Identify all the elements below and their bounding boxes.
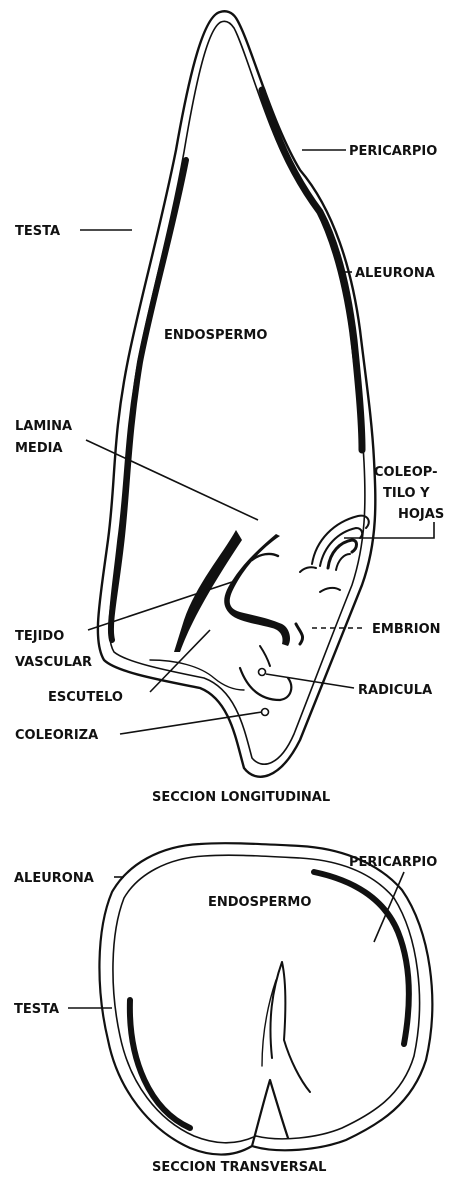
leader-coleoriza — [120, 712, 262, 734]
label-endospermo: ENDOSPERMO — [164, 328, 267, 343]
label-testa: TESTA — [15, 224, 60, 239]
scutellum-outline — [150, 660, 244, 690]
long-testa-outline — [109, 21, 365, 764]
label-tejido-2: VASCULAR — [15, 655, 92, 670]
coleorhiza-point — [262, 709, 269, 716]
label-tejido-1: TEJIDO — [15, 629, 64, 644]
coleoptile-arc-3 — [328, 540, 357, 568]
label-coleoptilo-1: COLEOP- — [374, 465, 438, 480]
label-pericarpio: PERICARPIO — [349, 144, 437, 159]
caption-transversal: SECCION TRANSVERSAL — [152, 1160, 326, 1175]
label-radicula: RADICULA — [358, 683, 432, 698]
label-lamina-1: LAMINA — [15, 419, 72, 434]
long-pericarp-outline — [98, 11, 375, 777]
label-aleurona: ALEURONA — [355, 266, 435, 281]
longitudinal-section: PERICARPIO TESTA ALEURONA ENDOSPERMO LAM… — [15, 11, 444, 805]
coleoptile-arc-4 — [336, 554, 350, 570]
trans-label-pericarpio: PERICARPIO — [349, 855, 437, 870]
leader-coleoptilo — [344, 522, 434, 538]
long-aleurone-right — [262, 90, 362, 450]
leader-radicula — [266, 674, 354, 688]
label-escutelo: ESCUTELO — [48, 690, 123, 705]
trans-pericarp-outline — [99, 843, 432, 1154]
trans-label-endospermo: ENDOSPERMO — [208, 895, 311, 910]
trans-label-testa: TESTA — [14, 1002, 59, 1017]
label-lamina-2: MEDIA — [15, 441, 63, 456]
label-coleoptilo-3: HOJAS — [398, 507, 444, 522]
trans-label-aleurona: ALEURONA — [14, 871, 94, 886]
label-coleoriza: COLEORIZA — [15, 728, 98, 743]
radicle-point — [259, 669, 266, 676]
caption-longitudinal: SECCION LONGITUDINAL — [152, 790, 330, 805]
leader-tejido — [88, 582, 232, 630]
trans-aleurone-band — [130, 872, 409, 1128]
coleoptile-arc-1 — [312, 516, 369, 564]
embryo-mark-2 — [260, 646, 270, 666]
trans-crease — [270, 962, 310, 1092]
coleoptile-base — [300, 567, 340, 592]
transverse-section: PERICARPIO ENDOSPERMO ALEURONA TESTA SEC… — [14, 843, 437, 1175]
label-coleoptilo-2: TILO Y — [383, 486, 430, 501]
label-embrion: EMBRION — [372, 622, 441, 637]
embryo-mark-1 — [296, 624, 303, 644]
